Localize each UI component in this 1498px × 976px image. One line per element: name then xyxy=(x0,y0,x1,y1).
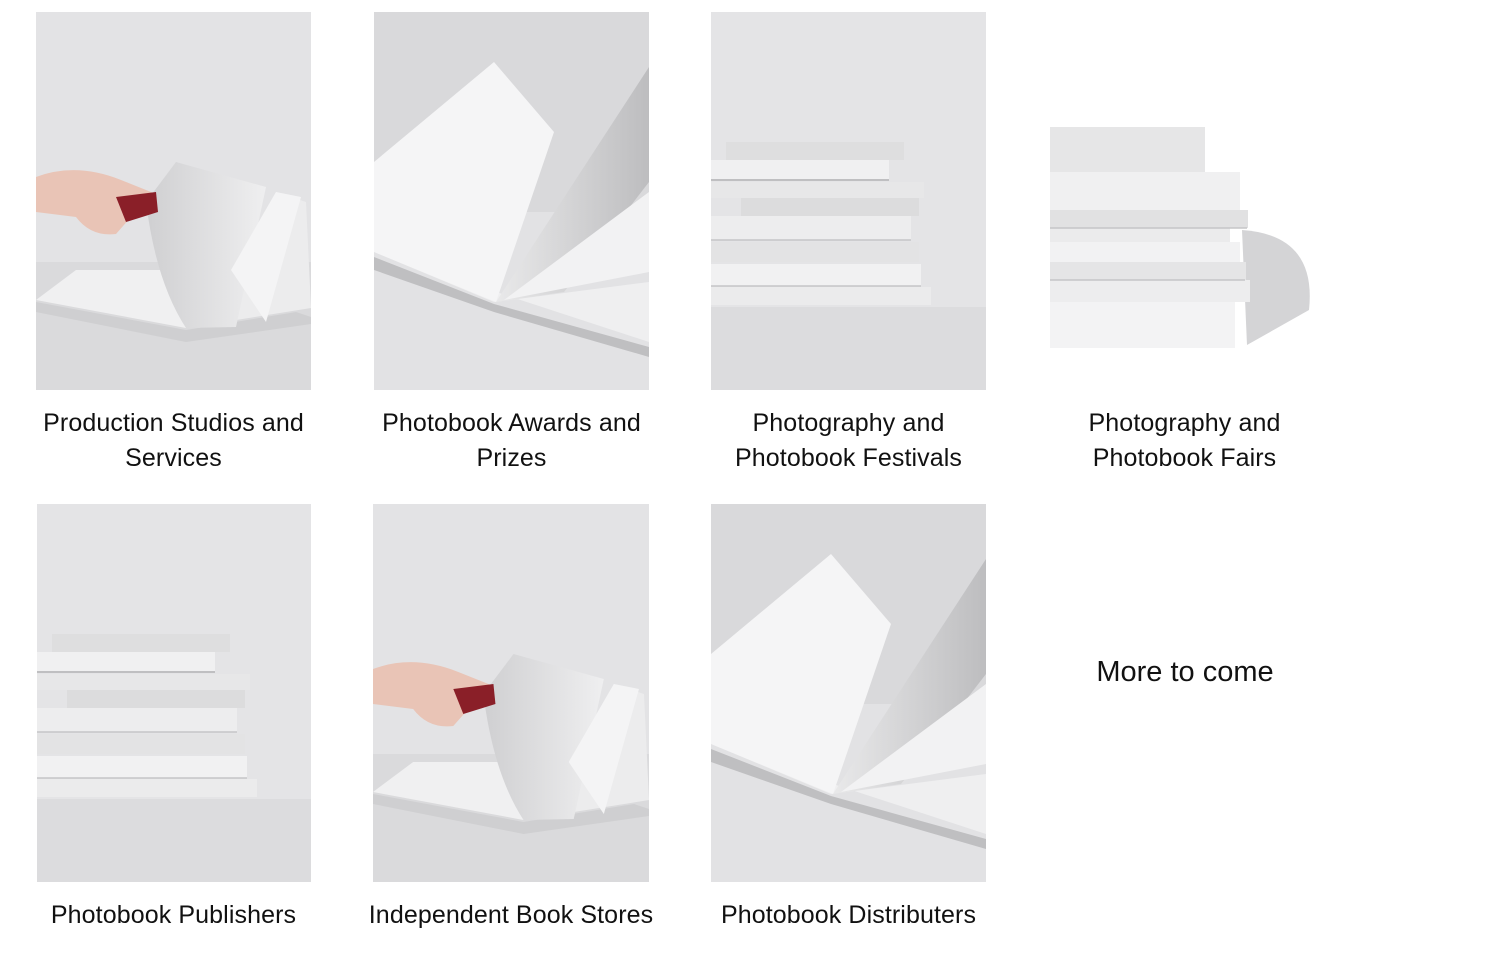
category-label: Production Studios and Services xyxy=(43,409,304,472)
book-stack-shadow-photo xyxy=(1047,60,1322,390)
category-card-photobook-awards[interactable]: Photobook Awards and Prizes xyxy=(374,12,649,482)
category-card-festivals[interactable]: Photography and Photobook Festivals xyxy=(711,12,986,482)
hand-turning-page-photo xyxy=(373,504,649,882)
category-label: Independent Book Stores xyxy=(368,901,654,929)
book-stack-photo xyxy=(37,504,311,882)
hand-turning-page-photo xyxy=(36,12,311,390)
open-book-pages-photo xyxy=(374,12,649,390)
category-label: Photobook Publishers xyxy=(50,901,297,929)
category-label: Photobook Awards and Prizes xyxy=(382,409,641,472)
category-card-book-stores[interactable]: Independent Book Stores xyxy=(369,504,653,944)
category-label: Photography and Photobook Festivals xyxy=(734,409,963,472)
category-card-publishers[interactable]: Photobook Publishers xyxy=(37,504,311,944)
category-label: Photobook Distributers xyxy=(720,901,977,929)
category-card-distributers[interactable]: Photobook Distributers xyxy=(711,504,986,944)
category-card-production-studios[interactable]: Production Studios and Services xyxy=(36,12,311,482)
category-label: Photography and Photobook Fairs xyxy=(1088,409,1281,472)
book-stack-photo xyxy=(711,12,986,390)
more-to-come-label: More to come xyxy=(1096,656,1274,688)
open-book-pages-photo xyxy=(711,504,986,882)
category-card-fairs[interactable]: Photography and Photobook Fairs xyxy=(1047,12,1322,482)
